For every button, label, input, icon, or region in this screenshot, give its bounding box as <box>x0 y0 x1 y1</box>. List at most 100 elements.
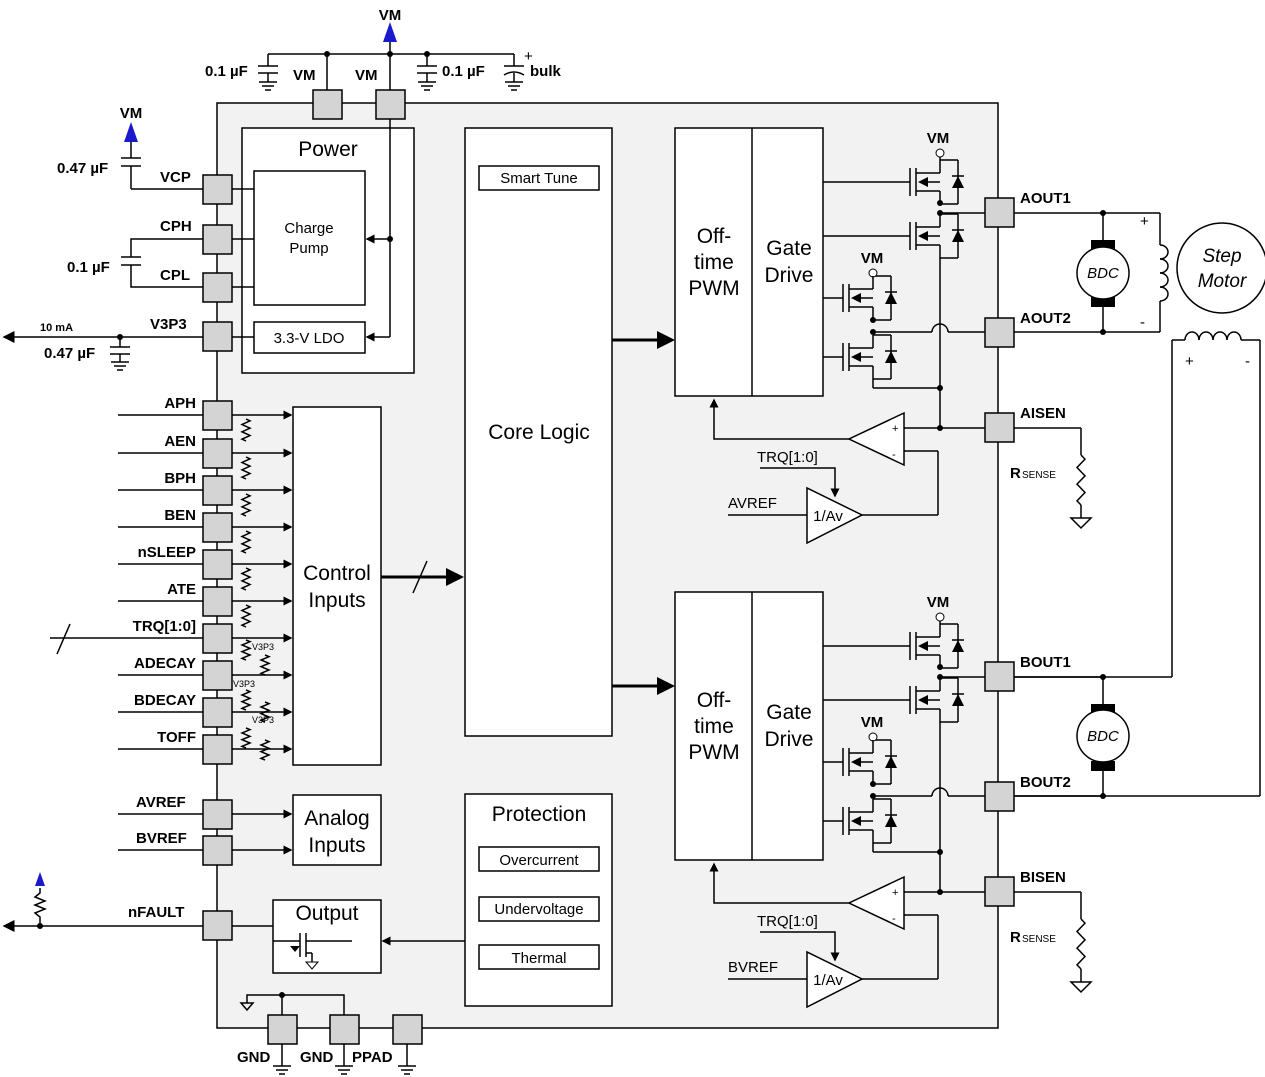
pin-label: ADECAY <box>134 655 196 672</box>
svg-text:Drive: Drive <box>764 728 813 751</box>
pin-label: TRQ[1:0] <box>133 618 196 635</box>
svg-text:AOUT1: AOUT1 <box>1020 190 1071 207</box>
svg-text:+: + <box>892 887 898 899</box>
vm-pin <box>312 89 343 120</box>
svg-text:+: + <box>1185 353 1194 370</box>
svg-text:AVREF: AVREF <box>136 794 186 811</box>
bisen-pin <box>984 876 1015 907</box>
svg-text:V3P3: V3P3 <box>150 316 187 333</box>
input-pin <box>202 438 233 469</box>
cpl-pin <box>202 272 233 303</box>
svg-text:Inputs: Inputs <box>308 589 365 612</box>
pwm-gate-block <box>674 591 824 861</box>
svg-text:CPH: CPH <box>160 218 192 235</box>
pullup-arrow-icon <box>35 872 45 886</box>
svg-text:AVREF: AVREF <box>728 495 777 512</box>
svg-text:-: - <box>1140 314 1145 331</box>
svg-text:R: R <box>1010 929 1021 946</box>
v3p3-small-label: V3P3 <box>252 642 274 652</box>
vm-pin <box>375 89 406 120</box>
pwm-gate-block <box>674 127 824 397</box>
svg-text:AISEN: AISEN <box>1020 405 1066 422</box>
gnd-pin <box>329 1014 360 1045</box>
svg-text:Core Logic: Core Logic <box>488 421 590 444</box>
avref-pin <box>202 799 233 830</box>
core-logic-block <box>464 127 613 737</box>
svg-text:BDC: BDC <box>1087 265 1119 282</box>
charge-pump-block <box>253 170 366 306</box>
svg-text:BDC: BDC <box>1087 728 1119 745</box>
svg-text:-: - <box>1245 353 1250 370</box>
v3p3-small-label: V3P3 <box>233 679 255 689</box>
svg-text:0.47 µF: 0.47 µF <box>44 345 95 362</box>
svg-text:Charge: Charge <box>284 220 333 237</box>
svg-text:Pump: Pump <box>289 240 328 257</box>
svg-text:Thermal: Thermal <box>511 950 566 967</box>
svg-text:VM: VM <box>293 67 316 84</box>
input-pin <box>202 660 233 691</box>
undervoltage-box <box>478 896 600 922</box>
svg-text:R: R <box>1010 465 1021 482</box>
pin-label: BDECAY <box>134 692 196 709</box>
bdc-motor-icon <box>1076 246 1130 300</box>
svg-text:Gate: Gate <box>766 701 812 724</box>
ldo-block <box>253 321 366 354</box>
svg-text:SENSE: SENSE <box>1022 934 1056 945</box>
svg-text:BVREF: BVREF <box>136 830 187 847</box>
control-inputs-block <box>292 406 382 766</box>
svg-text:SENSE: SENSE <box>1022 470 1056 481</box>
vm-top-label: VM <box>379 7 402 24</box>
cap-label: 0.1 µF <box>205 63 248 80</box>
svg-text:Gate: Gate <box>766 237 812 260</box>
svg-text:+: + <box>524 48 533 65</box>
svg-text:PWM: PWM <box>688 741 739 764</box>
v3p3-pin <box>202 321 233 352</box>
aisen-pin <box>984 412 1015 443</box>
svg-text:+: + <box>892 423 898 435</box>
svg-text:BOUT2: BOUT2 <box>1020 774 1071 791</box>
pin-label: nSLEEP <box>138 544 196 561</box>
svg-text:Analog: Analog <box>304 807 369 830</box>
pin-label: APH <box>164 395 196 412</box>
comparator-icon <box>847 411 905 467</box>
svg-text:VM: VM <box>861 714 884 731</box>
gnd-pin <box>267 1014 298 1045</box>
input-pin <box>202 623 233 654</box>
bdc-motor-icon <box>1076 709 1130 763</box>
svg-text:3.3-V LDO: 3.3-V LDO <box>274 330 345 347</box>
svg-text:CPL: CPL <box>160 267 190 284</box>
svg-text:Off-: Off- <box>697 225 732 248</box>
v3p3-small-label: V3P3 <box>252 715 274 725</box>
aout1-pin <box>984 197 1015 228</box>
svg-text:nFAULT: nFAULT <box>128 904 184 921</box>
svg-text:0.1 µF: 0.1 µF <box>67 259 110 276</box>
input-pin <box>202 697 233 728</box>
svg-text:GND: GND <box>300 1049 334 1066</box>
svg-text:VM: VM <box>120 105 143 122</box>
vm-arrow-icon <box>383 22 397 42</box>
bout2-pin <box>984 781 1015 812</box>
ppad-pin <box>392 1014 423 1045</box>
svg-text:VM: VM <box>355 67 378 84</box>
svg-text:Protection: Protection <box>492 803 587 826</box>
cph-pin <box>202 224 233 255</box>
svg-text:time: time <box>694 715 734 738</box>
svg-text:GND: GND <box>237 1049 271 1066</box>
svg-text:BOUT1: BOUT1 <box>1020 654 1071 671</box>
svg-text:PPAD: PPAD <box>352 1049 393 1066</box>
thermal-box <box>478 944 600 970</box>
pin-label: AEN <box>164 433 196 450</box>
input-pin <box>202 400 233 431</box>
pin-label: TOFF <box>157 729 196 746</box>
svg-text:-: - <box>892 913 896 925</box>
svg-text:TRQ[1:0]: TRQ[1:0] <box>757 913 818 930</box>
svg-text:Inputs: Inputs <box>308 834 365 857</box>
svg-text:Drive: Drive <box>764 264 813 287</box>
overcurrent-box <box>478 846 600 872</box>
svg-text:time: time <box>694 251 734 274</box>
pin-label: ATE <box>167 581 196 598</box>
svg-text:Overcurrent: Overcurrent <box>499 852 579 869</box>
svg-text:AOUT2: AOUT2 <box>1020 310 1071 327</box>
svg-text:Off-: Off- <box>697 689 732 712</box>
